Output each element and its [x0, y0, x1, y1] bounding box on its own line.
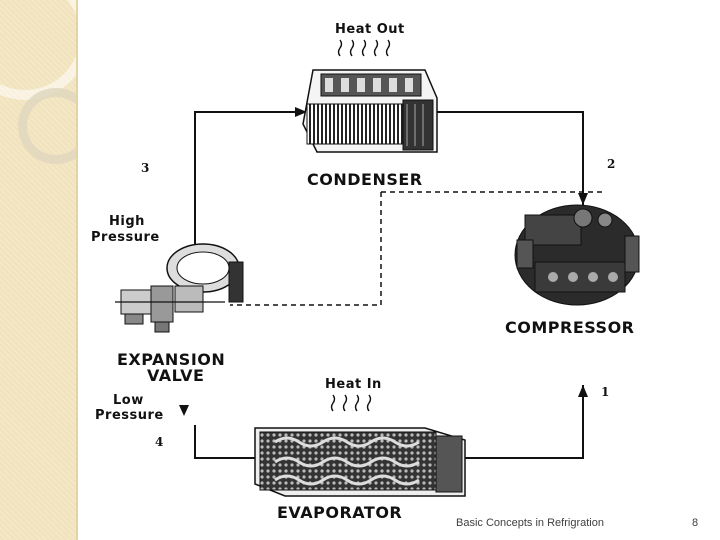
- pipe-compressor-to-condenser: [423, 111, 584, 205]
- condenser-label: CONDENSER: [307, 170, 423, 189]
- pipe-valve-to-evaporator: [194, 425, 257, 459]
- expansion-valve-label-line1: EXPANSION: [117, 350, 225, 369]
- pipe-evaporator-to-compressor: [465, 385, 584, 459]
- low-pressure-label-line2: Pressure: [95, 408, 164, 423]
- step-number-4: 4: [155, 435, 164, 449]
- heat-out-label: Heat Out: [335, 22, 405, 37]
- arrow-into-condenser-icon: [295, 107, 307, 117]
- pipe-condenser-to-valve: [194, 111, 307, 250]
- sidebar-edge: [76, 0, 78, 540]
- condenser-illustration: [302, 69, 438, 153]
- arrow-up-to-compressor-icon: [578, 385, 588, 397]
- compressor-label: COMPRESSOR: [505, 318, 635, 337]
- heat-in-arrows-icon: [330, 394, 372, 412]
- arrow-into-compressor-icon: [578, 193, 588, 205]
- step-number-1: 1: [601, 385, 610, 399]
- decorative-ring-small-icon: [18, 88, 78, 164]
- slide-page-number: 8: [692, 517, 699, 529]
- refrigerant-piping: [194, 111, 584, 459]
- evaporator-label: EVAPORATOR: [277, 503, 402, 522]
- cycle-diagram-svg: Heat Out CONDENSER 3 2 High Pressure COM…: [91, 22, 640, 522]
- decorative-sidebar: [0, 0, 78, 540]
- compressor-illustration: [514, 204, 640, 306]
- flow-arrows: [179, 107, 588, 416]
- high-pressure-label-line2: Pressure: [91, 230, 160, 245]
- step-number-3: 3: [141, 161, 150, 175]
- expansion-valve-illustration: [115, 243, 244, 333]
- decorative-ring-icon: [0, 0, 78, 100]
- heat-in-label: Heat In: [325, 377, 382, 392]
- expansion-valve-label-line2: VALVE: [147, 366, 204, 385]
- arrow-low-pressure-icon: [179, 405, 189, 416]
- refrigeration-cycle-diagram: Heat Out CONDENSER 3 2 High Pressure COM…: [85, 0, 685, 525]
- slide-footer: Basic Concepts in Refrigration: [456, 517, 604, 529]
- evaporator-illustration: [254, 427, 466, 497]
- high-pressure-label-line1: High: [109, 214, 145, 229]
- pressure-boundary-side: [230, 192, 382, 306]
- low-pressure-label-line1: Low: [113, 393, 144, 408]
- step-number-2: 2: [607, 157, 616, 171]
- heat-out-arrows-icon: [337, 39, 391, 57]
